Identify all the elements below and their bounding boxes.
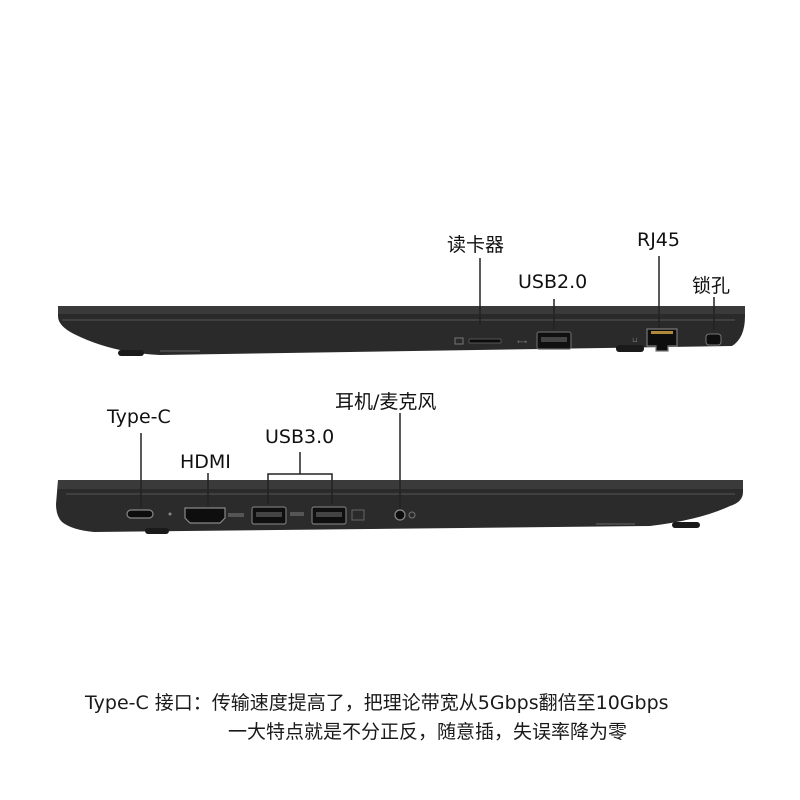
usb30-port-2: [311, 506, 365, 525]
caption-line-2: 一大特点就是不分正反，随意插，失误率降为零: [228, 721, 628, 743]
audio-jack-label: 耳机/麦克风: [335, 391, 437, 413]
right-side-body: [58, 306, 745, 356]
hdmi-port: [184, 507, 244, 524]
type-c-label: Type-C: [107, 406, 171, 428]
svg-text:⟷: ⟷: [517, 338, 527, 346]
usb30-label: USB3.0: [265, 426, 335, 448]
card-reader-port: [454, 337, 502, 345]
svg-text:⊔: ⊔: [632, 336, 637, 344]
type-c-port: [126, 509, 172, 519]
audio-jack: [394, 509, 416, 521]
hdmi-label: HDMI: [180, 451, 231, 473]
lock-slot: [705, 333, 722, 346]
card-reader-label: 读卡器: [447, 234, 505, 256]
usb30-port-1: [251, 506, 304, 525]
usb20-port: ⟷: [517, 331, 572, 350]
rj45-port: ⊔: [632, 328, 678, 352]
caption-line-1: Type-C 接口：传输速度提高了，把理论带宽从5Gbps翻倍至10Gbps: [85, 692, 669, 714]
lock-slot-label: 锁孔: [692, 275, 731, 297]
rj45-label: RJ45: [637, 229, 680, 251]
usb20-label: USB2.0: [518, 271, 588, 293]
